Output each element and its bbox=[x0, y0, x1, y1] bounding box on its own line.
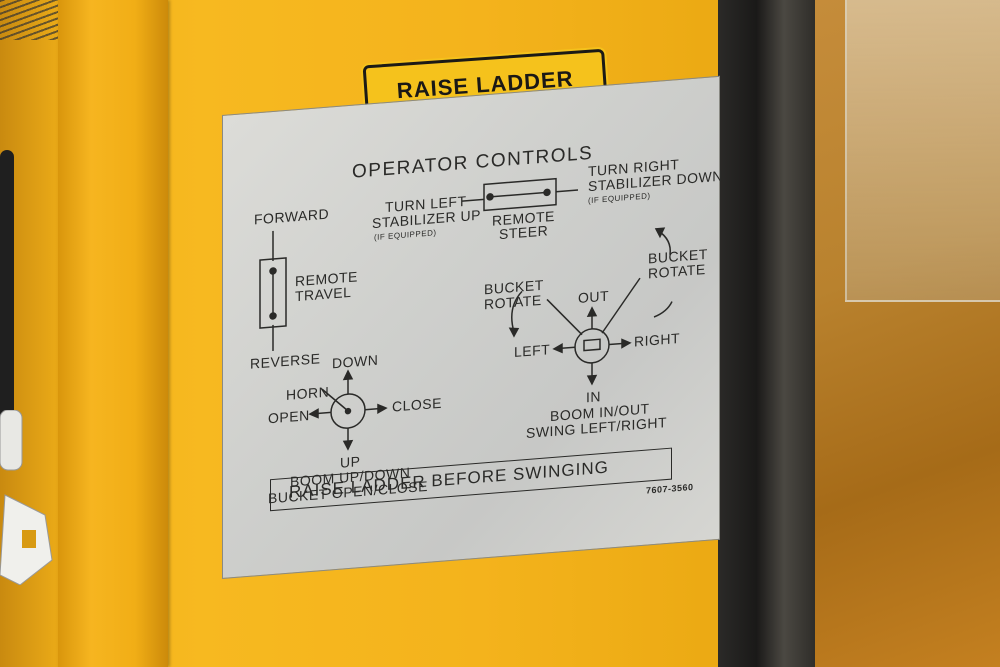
control-diagrams bbox=[259, 177, 673, 451]
in-label: IN bbox=[586, 388, 601, 406]
black-cable bbox=[0, 150, 14, 430]
operator-controls-plate: OPERATOR CONTROLS FORWARD REMOTE TRAVEL … bbox=[222, 75, 723, 579]
left-label: LEFT bbox=[514, 341, 551, 361]
remote-travel-switch-icon bbox=[259, 230, 287, 352]
right-joystick-icon bbox=[508, 227, 673, 386]
cable-clip bbox=[0, 410, 53, 585]
left-joystick-icon bbox=[308, 369, 388, 451]
out-label: OUT bbox=[578, 287, 610, 306]
remote-steer-switch-icon bbox=[462, 177, 578, 212]
door-hinge-edge bbox=[58, 0, 168, 667]
rubber-door-gasket bbox=[718, 0, 828, 667]
window-glass bbox=[845, 0, 1000, 302]
